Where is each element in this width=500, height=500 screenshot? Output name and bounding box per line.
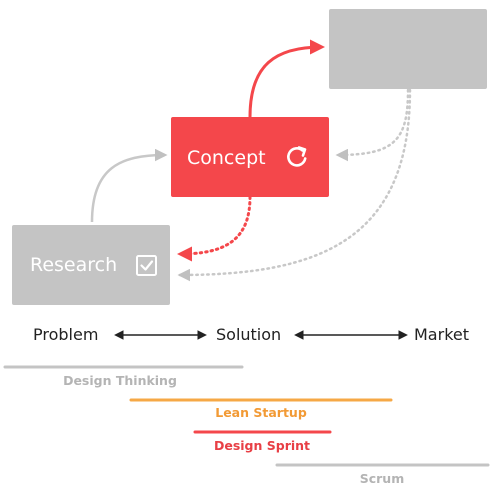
checkbox-checked-icon (136, 255, 157, 276)
axis-problem-label: Problem (33, 325, 98, 344)
scrum-label: Scrum (360, 471, 405, 486)
research-box: Research (12, 225, 170, 305)
lean-startup-label: Lean Startup (215, 405, 307, 420)
market-to-research-connector (177, 88, 412, 282)
research-label: Research (30, 254, 117, 276)
refresh-icon (287, 146, 307, 167)
design-sprint-label: Design Sprint (214, 438, 310, 453)
market-to-concept-connector (335, 88, 410, 162)
axis-solution-label: Solution (216, 325, 281, 344)
market-box (329, 9, 487, 89)
concept-label: Concept (187, 147, 266, 169)
axis-market-label: Market (414, 325, 469, 344)
design-thinking-label: Design Thinking (63, 373, 177, 388)
concept-box: Concept (171, 117, 329, 197)
concept-to-research-connector (177, 195, 252, 262)
research-to-concept-connector (90, 148, 168, 223)
concept-to-market-connector (248, 39, 325, 118)
